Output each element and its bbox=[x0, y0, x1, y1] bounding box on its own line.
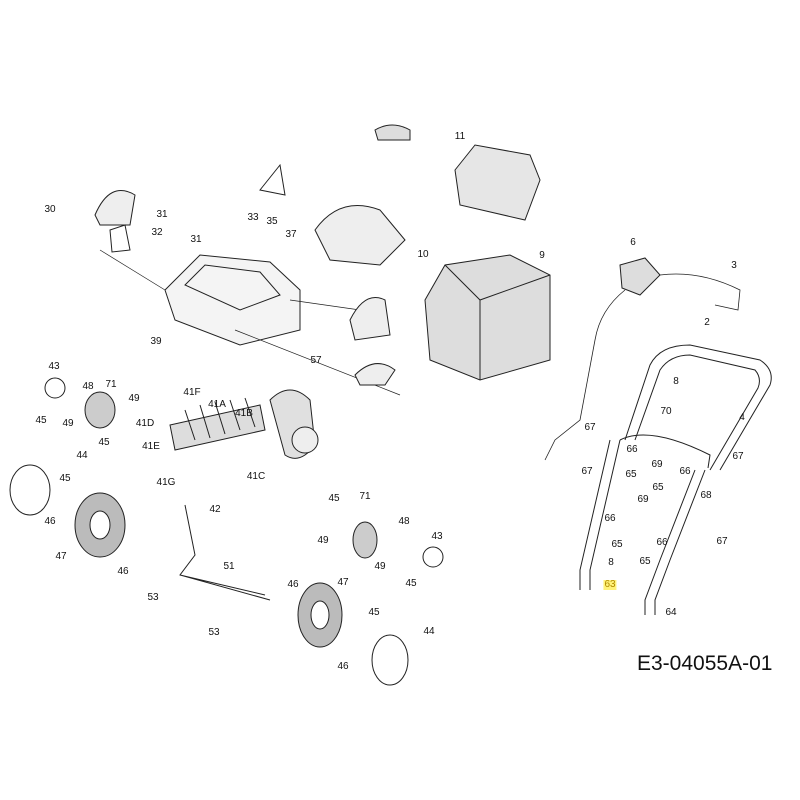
callout-49: 49 bbox=[317, 535, 329, 546]
lower-handle-left bbox=[579, 439, 621, 590]
callout-71: 71 bbox=[359, 491, 371, 502]
callout-41G: 41G bbox=[156, 477, 176, 488]
hubcap-44-left bbox=[9, 464, 51, 516]
rear-cover bbox=[109, 224, 131, 253]
callout-41C: 41C bbox=[246, 471, 266, 482]
callout-37: 37 bbox=[285, 229, 297, 240]
callout-49: 49 bbox=[128, 393, 140, 404]
callout-68: 68 bbox=[700, 490, 712, 501]
lower-cover bbox=[354, 363, 396, 386]
callout-42: 42 bbox=[209, 504, 221, 515]
grassbag-frame bbox=[454, 144, 541, 221]
axle-rod bbox=[179, 504, 271, 601]
callout-39: 39 bbox=[150, 336, 162, 347]
callout-41E: 41E bbox=[142, 441, 160, 452]
callout-48: 48 bbox=[82, 381, 94, 392]
cable bbox=[544, 273, 741, 461]
callout-57: 57 bbox=[310, 355, 322, 366]
callout-3: 3 bbox=[731, 260, 737, 271]
diagram-code: E3-04055A-01 bbox=[637, 652, 773, 675]
callout-11: 11 bbox=[454, 131, 466, 142]
callout-8: 8 bbox=[608, 557, 614, 568]
rear-flap bbox=[94, 190, 136, 226]
callout-63: 63 bbox=[603, 579, 617, 590]
callout-65: 65 bbox=[652, 482, 664, 493]
callout-41F: 41F bbox=[183, 387, 201, 398]
wheel-71-left bbox=[84, 391, 116, 429]
pulley bbox=[291, 426, 319, 454]
grassbag bbox=[424, 254, 551, 381]
callout-41A: 41A bbox=[208, 399, 226, 410]
hubcap-44-right bbox=[371, 634, 409, 686]
callout-65: 65 bbox=[611, 539, 623, 550]
callout-45: 45 bbox=[328, 493, 340, 504]
wheel-cap-43-right bbox=[422, 546, 444, 568]
switch-box bbox=[619, 257, 661, 296]
callout-65: 65 bbox=[625, 469, 637, 480]
callout-30: 30 bbox=[44, 204, 56, 215]
callout-71: 71 bbox=[105, 379, 117, 390]
callout-53: 53 bbox=[147, 592, 159, 603]
callout-45: 45 bbox=[405, 578, 417, 589]
callout-69: 69 bbox=[651, 459, 663, 470]
callout-2: 2 bbox=[704, 317, 710, 328]
callout-45: 45 bbox=[59, 473, 71, 484]
callout-66: 66 bbox=[604, 513, 616, 524]
callout-41D: 41D bbox=[135, 418, 155, 429]
callout-47: 47 bbox=[337, 577, 349, 588]
callout-48: 48 bbox=[398, 516, 410, 527]
callout-69: 69 bbox=[637, 494, 649, 505]
callout-41B: 41B bbox=[235, 408, 253, 419]
callout-66: 66 bbox=[656, 537, 668, 548]
callout-66: 66 bbox=[626, 444, 638, 455]
callout-49: 49 bbox=[62, 418, 74, 429]
callout-47: 47 bbox=[55, 551, 67, 562]
callout-31: 31 bbox=[190, 234, 202, 245]
scarifier-roller bbox=[169, 404, 266, 451]
top-cover bbox=[314, 205, 406, 266]
side-cover bbox=[349, 297, 391, 341]
callout-44: 44 bbox=[423, 626, 435, 637]
callout-67: 67 bbox=[716, 536, 728, 547]
deck-housing bbox=[164, 254, 301, 346]
upper-handle bbox=[624, 344, 772, 471]
wheel-cap-43 bbox=[44, 377, 66, 399]
callout-65: 65 bbox=[639, 556, 651, 567]
wheel-71-right bbox=[352, 521, 378, 559]
callout-53: 53 bbox=[208, 627, 220, 638]
callout-49: 49 bbox=[374, 561, 386, 572]
callout-45: 45 bbox=[368, 607, 380, 618]
callout-51: 51 bbox=[223, 561, 235, 572]
deck-inner bbox=[184, 264, 281, 311]
callout-67: 67 bbox=[581, 466, 593, 477]
callout-46: 46 bbox=[44, 516, 56, 527]
callout-46: 46 bbox=[287, 579, 299, 590]
callout-45: 45 bbox=[35, 415, 47, 426]
callout-64: 64 bbox=[665, 607, 677, 618]
callout-32: 32 bbox=[151, 227, 163, 238]
callout-67: 67 bbox=[584, 422, 596, 433]
callout-43: 43 bbox=[431, 531, 443, 542]
callout-43: 43 bbox=[48, 361, 60, 372]
callout-10: 10 bbox=[417, 249, 429, 260]
callout-46: 46 bbox=[337, 661, 349, 672]
callout-67: 67 bbox=[732, 451, 744, 462]
callout-45: 45 bbox=[98, 437, 110, 448]
callout-44: 44 bbox=[76, 450, 88, 461]
callout-35: 35 bbox=[266, 216, 278, 227]
callout-9: 9 bbox=[539, 250, 545, 261]
callout-33: 33 bbox=[247, 212, 259, 223]
lower-handle-right bbox=[644, 469, 706, 615]
callout-70: 70 bbox=[660, 406, 672, 417]
callout-66: 66 bbox=[679, 466, 691, 477]
callout-6: 6 bbox=[630, 237, 636, 248]
callout-46: 46 bbox=[117, 566, 129, 577]
handle-grip bbox=[374, 124, 411, 141]
callout-4: 4 bbox=[739, 412, 745, 423]
callout-31: 31 bbox=[156, 209, 168, 220]
top-bracket bbox=[259, 163, 286, 196]
callout-8: 8 bbox=[673, 376, 679, 387]
